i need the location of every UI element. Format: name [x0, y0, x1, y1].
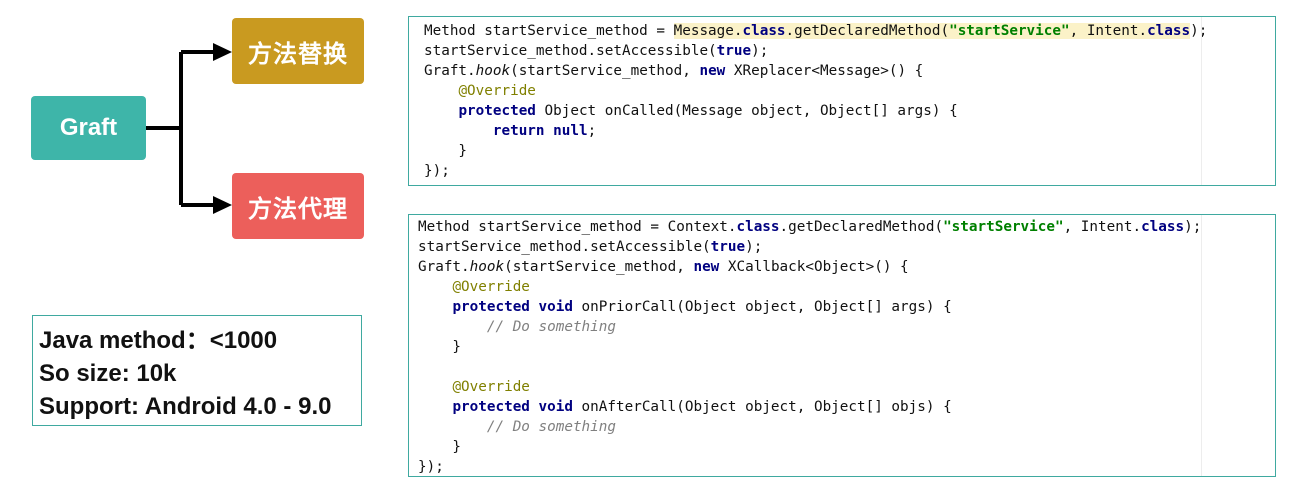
code-method-call: hook: [469, 259, 505, 275]
method-proxy-node: 方法代理: [232, 173, 364, 239]
code-string: "startService": [949, 23, 1070, 39]
code-line: }: [418, 439, 462, 455]
graft-connector-arrows: [146, 43, 232, 214]
code-annotation: @Override: [452, 279, 530, 295]
code-text: startService_method.setAccessible(: [418, 239, 711, 255]
code-keyword: class: [1141, 219, 1185, 235]
code-text: );: [1184, 219, 1202, 235]
editor-right-margin-guide: [1201, 17, 1202, 185]
code-text: (startService_method,: [510, 63, 700, 79]
highlighted-expression: Message.class.getDeclaredMethod("startSe…: [673, 23, 1191, 39]
java-method-count: Java method：<1000: [39, 327, 278, 354]
code-line: }: [424, 143, 468, 159]
code-comment: // Do something: [486, 319, 616, 335]
code-indent: [418, 319, 487, 335]
code-indent: [418, 279, 452, 295]
code-text: );: [745, 239, 763, 255]
code-keyword: class: [742, 23, 786, 39]
code-indent: [424, 123, 493, 139]
code-comment: // Do something: [486, 419, 616, 435]
code-block-replacer: Method startService_method = Message.cla…: [408, 16, 1276, 186]
code-keyword: return null: [492, 123, 588, 139]
code-annotation: @Override: [458, 83, 536, 99]
code-text: onAfterCall(Object object, Object[] objs…: [572, 399, 952, 415]
code-keyword: class: [736, 219, 780, 235]
code-text: Object onCalled(Message object, Object[]…: [535, 103, 958, 119]
code-text: , Intent.: [1063, 219, 1142, 235]
code-keyword: new: [693, 259, 720, 275]
code-text: Method startService_method =: [424, 23, 674, 39]
code-indent: [424, 83, 458, 99]
code-indent: [418, 399, 452, 415]
code-keyword: protected: [458, 103, 536, 119]
editor-right-margin-guide: [1201, 215, 1202, 476]
code-keyword: class: [1147, 23, 1191, 39]
so-size: So size: 10k: [39, 360, 177, 387]
code-line: @Override: [418, 377, 1275, 397]
code-line: protected void onPriorCall(Object object…: [418, 297, 1275, 317]
code-text: .getDeclaredMethod(: [779, 219, 944, 235]
code-line: });: [418, 459, 444, 475]
code-text: , Intent.: [1069, 23, 1148, 39]
code-text: startService_method.setAccessible(: [424, 43, 717, 59]
code-line: protected Object onCalled(Message object…: [424, 101, 1275, 121]
code-line: startService_method.setAccessible(true);: [424, 41, 1275, 61]
code-line: return null;: [424, 121, 1275, 141]
code-text: Graft.: [418, 259, 470, 275]
code-line: Method startService_method = Context.cla…: [418, 217, 1275, 237]
connector-stem: [146, 52, 183, 205]
code-text: .getDeclaredMethod(: [785, 23, 950, 39]
code-keyword: protected void: [452, 299, 573, 315]
code-line: });: [424, 163, 450, 179]
code-text: XReplacer<Message>() {: [725, 63, 924, 79]
stats-box: Java method：<1000 So size: 10k Support: …: [32, 315, 362, 426]
android-support: Support: Android 4.0 - 9.0: [39, 393, 332, 420]
code-keyword: true: [710, 239, 746, 255]
code-keyword: new: [699, 63, 726, 79]
code-line: Method startService_method = Message.cla…: [424, 21, 1275, 41]
code-text: XCallback<Object>() {: [719, 259, 909, 275]
code-line: [418, 357, 1275, 377]
code-method-call: hook: [475, 63, 511, 79]
code-indent: [424, 103, 458, 119]
code-text: Method startService_method = Context.: [418, 219, 737, 235]
code-keyword: true: [716, 43, 752, 59]
code-line: // Do something: [418, 417, 1275, 437]
code-text: ;: [587, 123, 597, 139]
code-line: Graft.hook(startService_method, new XCal…: [418, 257, 1275, 277]
code-text: );: [1190, 23, 1208, 39]
code-string: "startService": [943, 219, 1064, 235]
code-line: @Override: [424, 81, 1275, 101]
code-line: @Override: [418, 277, 1275, 297]
code-line: // Do something: [418, 317, 1275, 337]
code-indent: [418, 419, 487, 435]
code-text: Graft.: [424, 63, 476, 79]
code-text: );: [751, 43, 769, 59]
code-text: onPriorCall(Object object, Object[] args…: [572, 299, 952, 315]
code-line: Graft.hook(startService_method, new XRep…: [424, 61, 1275, 81]
code-line: }: [418, 339, 462, 355]
code-indent: [418, 379, 452, 395]
code-indent: [418, 299, 452, 315]
code-keyword: protected void: [452, 399, 573, 415]
code-block-callback: Method startService_method = Context.cla…: [408, 214, 1276, 477]
code-text: (startService_method,: [504, 259, 694, 275]
code-text: Message.: [673, 23, 743, 39]
arrowhead-bottom: [213, 196, 232, 214]
method-replace-node: 方法替换: [232, 18, 364, 84]
arrowhead-top: [213, 43, 232, 61]
code-line: startService_method.setAccessible(true);: [418, 237, 1275, 257]
code-line: protected void onAfterCall(Object object…: [418, 397, 1275, 417]
code-annotation: @Override: [452, 379, 530, 395]
graft-node: Graft: [31, 96, 146, 160]
